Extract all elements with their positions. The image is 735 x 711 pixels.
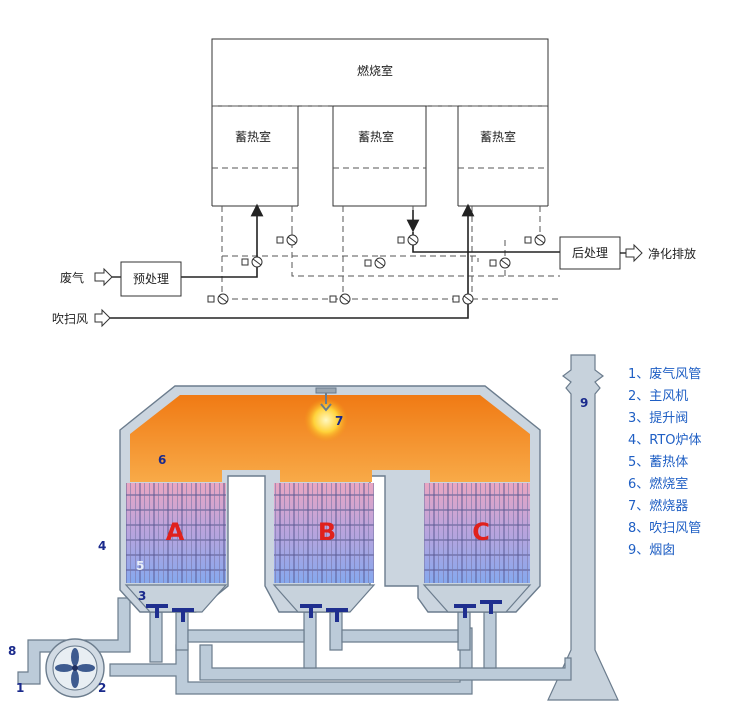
callout-8: 8 bbox=[8, 644, 16, 658]
chimney bbox=[547, 354, 619, 701]
valve-icon bbox=[329, 293, 351, 305]
valve-icon bbox=[397, 234, 419, 246]
valve-icon bbox=[207, 293, 229, 305]
regenerator-2: 蓄热室 bbox=[332, 105, 427, 207]
process-flow-diagram: 燃烧室 蓄热室 蓄热室 蓄热室 bbox=[52, 38, 696, 328]
burner-icon bbox=[320, 393, 332, 412]
callout-1: 1 bbox=[16, 681, 24, 695]
inlet-gas-label: 废气 bbox=[60, 270, 84, 285]
valve-icon bbox=[489, 257, 511, 269]
regenerator-3-label: 蓄热室 bbox=[480, 129, 516, 144]
chamber-letter-b: B bbox=[318, 518, 336, 546]
legend-item: 8、吹扫风管 bbox=[628, 521, 701, 536]
regenerator-2-label: 蓄热室 bbox=[358, 129, 394, 144]
legend-item: 4、RTO炉体 bbox=[628, 433, 702, 448]
outlet-label: 净化排放 bbox=[648, 246, 696, 261]
callout-5: 5 bbox=[136, 559, 144, 573]
poppet-valve-icon bbox=[326, 608, 348, 622]
purge-air-label: 吹扫风 bbox=[52, 312, 88, 326]
callout-9: 9 bbox=[580, 396, 588, 410]
legend-item: 9、烟囱 bbox=[628, 543, 675, 558]
regenerator-1: 蓄热室 bbox=[212, 106, 299, 207]
regenerator-1-label: 蓄热室 bbox=[235, 129, 271, 144]
valves bbox=[207, 234, 546, 305]
burner-flame bbox=[304, 398, 348, 442]
pretreatment-label: 预处理 bbox=[133, 272, 169, 286]
legend-item: 7、燃烧器 bbox=[628, 498, 688, 514]
chamber-letter-c: C bbox=[472, 518, 490, 546]
legend-item: 6、燃烧室 bbox=[628, 476, 688, 492]
valve-icon bbox=[524, 234, 546, 246]
rto-schematic: A B C 1 2 3 4 5 6 7 8 9 1、废气风管 2、主风机 3、提… bbox=[8, 354, 702, 701]
poppet-valve-icon bbox=[300, 604, 322, 618]
poppet-valve-icon bbox=[146, 604, 168, 618]
poppet-valves bbox=[146, 600, 502, 622]
outlet-arrow-icon bbox=[625, 243, 643, 263]
regenerator-3: 蓄热室 bbox=[457, 106, 548, 207]
regenerator-bed-a bbox=[126, 483, 226, 583]
poppet-valve-icon bbox=[480, 600, 502, 614]
callout-7: 7 bbox=[335, 414, 343, 428]
regenerator-bed-c bbox=[424, 483, 530, 583]
main-fan-icon bbox=[45, 638, 105, 698]
poppet-valve-icon bbox=[172, 608, 194, 622]
posttreatment-label: 后处理 bbox=[572, 246, 608, 260]
callout-2: 2 bbox=[98, 681, 106, 695]
legend-item: 3、提升阀 bbox=[628, 410, 688, 426]
pretreatment-box bbox=[120, 261, 182, 297]
valve-icon bbox=[241, 256, 263, 268]
poppet-valve-icon bbox=[454, 604, 476, 618]
purge-arrow-icon bbox=[94, 308, 111, 328]
chamber-letter-a: A bbox=[166, 518, 185, 546]
valve-icon bbox=[364, 257, 386, 269]
callout-3: 3 bbox=[138, 589, 146, 603]
callout-4: 4 bbox=[98, 539, 106, 553]
combustion-chamber-label: 燃烧室 bbox=[357, 63, 393, 78]
inlet-arrow-icon bbox=[94, 267, 113, 287]
regenerator-bed-b bbox=[274, 483, 374, 583]
callout-6: 6 bbox=[158, 453, 166, 467]
valve-icon bbox=[276, 234, 298, 246]
legend-item: 1、废气风管 bbox=[628, 366, 701, 382]
legend: 1、废气风管 2、主风机 3、提升阀 4、RTO炉体 5、蓄热体 6、燃烧室 7… bbox=[628, 366, 702, 558]
legend-item: 2、主风机 bbox=[628, 389, 688, 404]
legend-item: 5、蓄热体 bbox=[628, 455, 688, 470]
posttreatment-box bbox=[559, 236, 621, 270]
valve-icon bbox=[452, 293, 474, 305]
